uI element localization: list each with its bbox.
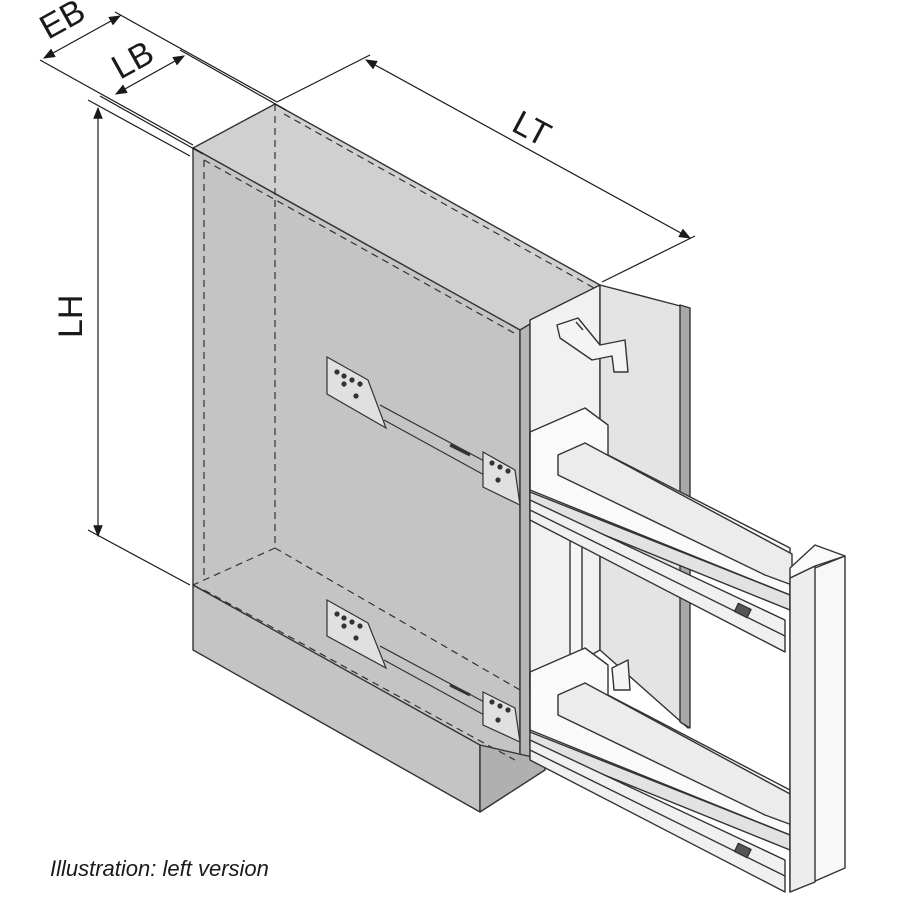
upper-runner: [529, 499, 786, 653]
lt-dimension-line: [364, 59, 692, 239]
upper-basket: [529, 407, 793, 653]
lower-basket: [529, 647, 793, 893]
hidden-lines: [192, 104, 595, 761]
pullout-rack: [529, 407, 846, 893]
hinge-lower: [611, 659, 631, 691]
illustration-caption: Illustration: left version: [50, 856, 269, 881]
rack-front-frame-side: [789, 565, 816, 893]
lb-label: LB: [105, 34, 160, 87]
eb-dimension-line: [42, 15, 122, 59]
eb-label: EB: [33, 0, 91, 47]
dimension-lines: [39, 11, 696, 586]
mounting-bracket-upper: [326, 355, 521, 507]
mounting-bracket-lower: [326, 598, 521, 744]
lh-label: LH: [52, 295, 90, 338]
hinge-upper: [556, 317, 629, 373]
lt-label: LT: [506, 104, 557, 155]
lb-dimension-line: [114, 55, 186, 95]
lower-runner: [529, 739, 786, 893]
plinth-side: [479, 744, 546, 813]
cabinet-edge: [519, 323, 531, 771]
